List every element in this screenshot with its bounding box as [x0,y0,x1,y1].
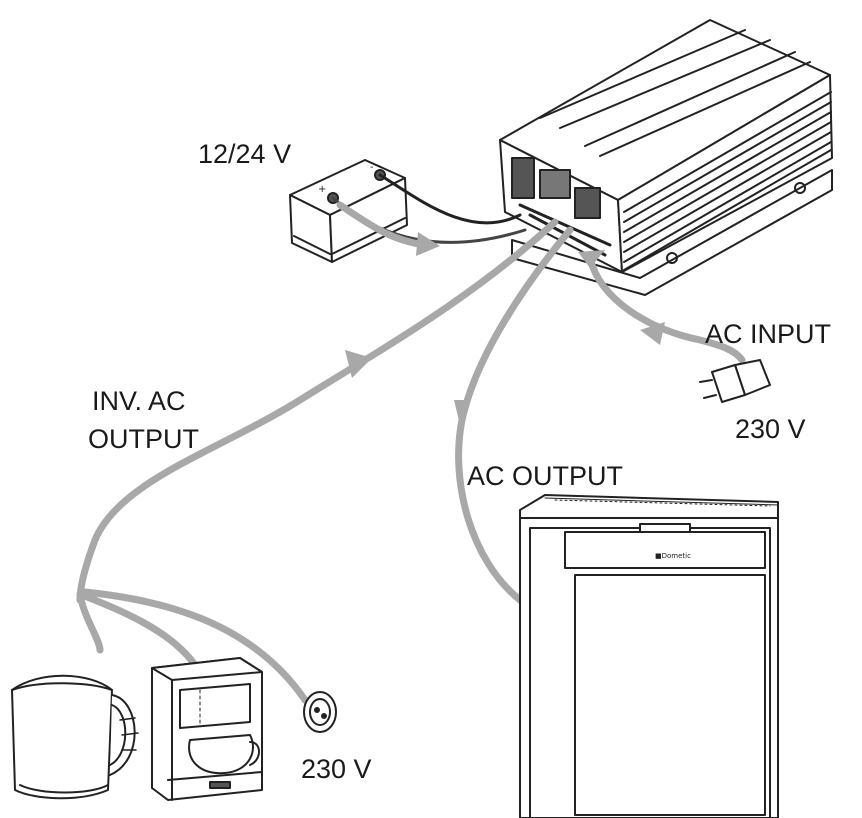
kettle [11,674,139,800]
battery-to-unit-arrow [336,201,429,249]
battery-cable-positive [378,173,522,225]
inverter-charger-unit [499,19,833,296]
svg-text:-: - [370,162,374,173]
socket-voltage-label: 230 V [301,754,372,784]
coffee-maker-cable [78,591,199,669]
inv-ac-output-cable [76,218,559,604]
wall-socket-icon [303,691,337,733]
battery-voltage-label: 12/24 V [198,139,292,169]
socket-cable [81,588,309,704]
ac-input-label: AC INPUT [705,319,832,349]
inv-ac-output-label-line1: INV. AC [92,386,186,416]
ac-input-cable [586,254,746,364]
kettle-cable [76,591,104,654]
refrigerator: ■Dometic [519,494,779,818]
svg-text:■Dometic: ■Dometic [655,552,691,560]
ac-output-label: AC OUTPUT [467,461,624,491]
ac-input-plug-icon [699,359,771,403]
ac-input-voltage-label: 230 V [735,414,806,444]
coffee-maker [151,657,263,801]
svg-text:+: + [318,184,326,195]
inv-ac-output-label-line2: OUTPUT [88,424,199,454]
